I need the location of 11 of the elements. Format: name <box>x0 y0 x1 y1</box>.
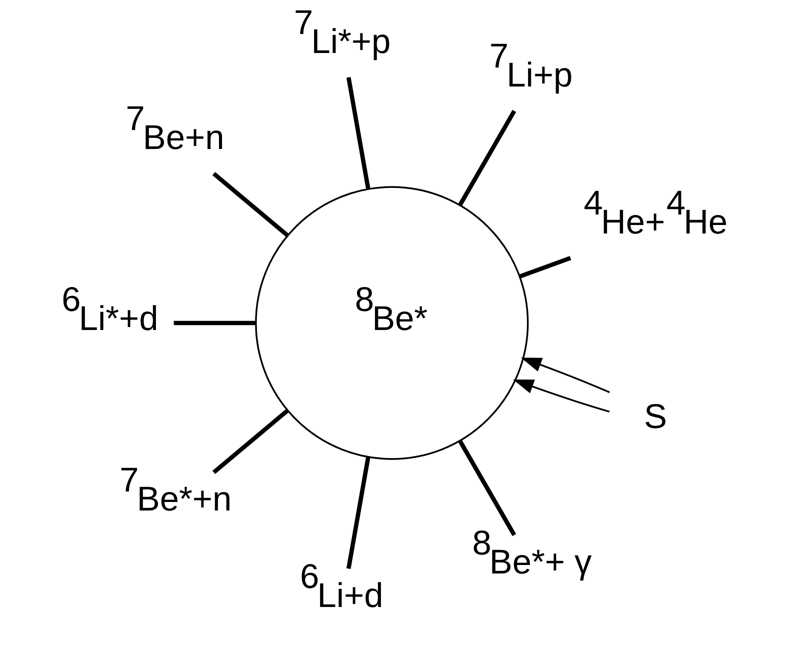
connector <box>519 256 572 278</box>
connector <box>458 440 516 536</box>
connector <box>346 457 370 569</box>
node-text: S <box>644 398 667 436</box>
connector <box>174 320 256 326</box>
connector <box>458 110 516 206</box>
arrow <box>512 379 610 412</box>
connector <box>346 77 370 189</box>
arrow <box>520 358 610 394</box>
connector <box>212 172 289 237</box>
connector <box>212 409 289 474</box>
